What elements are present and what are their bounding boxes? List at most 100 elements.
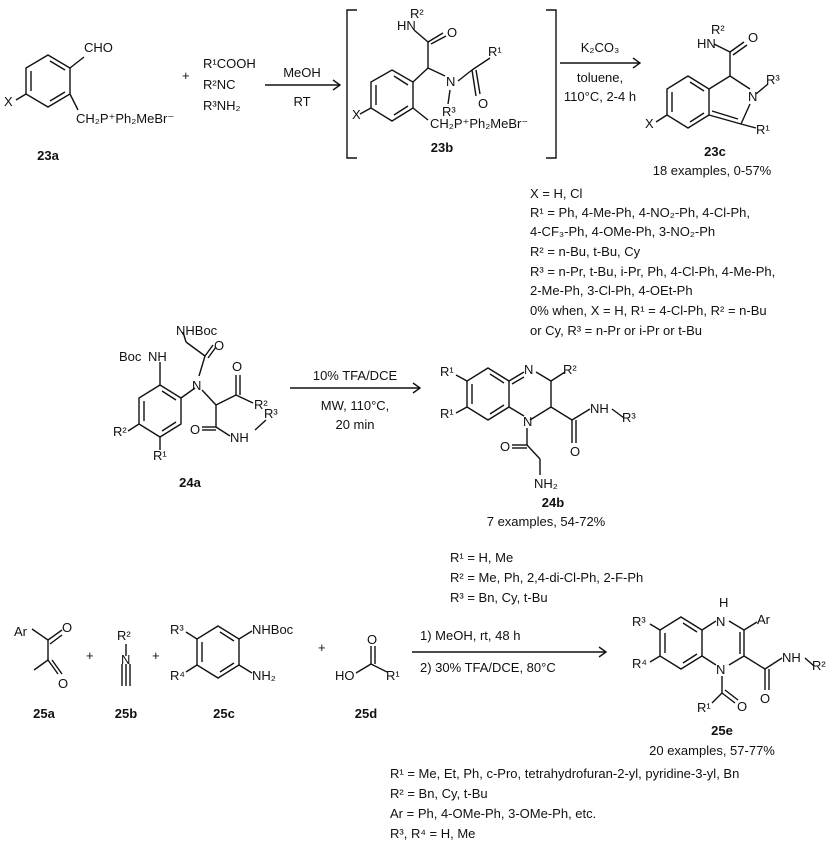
atom-r3: R³	[622, 410, 636, 425]
compound-23c-label: 23c	[704, 144, 726, 159]
note-line: R² = Me, Ph, 2,4-di-Cl-Ph, 2-F-Ph	[450, 570, 643, 585]
note-line: 0% when, X = H, R¹ = 4-Cl-Ph, R² = n-Bu	[530, 303, 767, 318]
compound-23a-structure: CHO X CH₂P⁺Ph₂MeBr⁻	[4, 40, 174, 126]
atom-n: N	[716, 662, 725, 677]
atom-r3: R³	[264, 406, 278, 421]
atom-o: O	[760, 691, 770, 706]
condition-base: K₂CO₃	[581, 40, 620, 55]
scheme3-yield: 20 examples, 57-77%	[649, 743, 775, 758]
condition-step1: 1) MeOH, rt, 48 h	[420, 628, 520, 643]
atom-r2: R²	[117, 628, 131, 643]
condition-solvent: MeOH	[283, 65, 321, 80]
scheme3-notes: R¹ = Me, Et, Ph, c-Pro, tetrahydrofuran-…	[390, 766, 739, 841]
compound-23b-label: 23b	[431, 140, 453, 155]
atom-o-amide: O	[478, 96, 488, 111]
atom-boc: Boc	[119, 349, 142, 364]
atom-o: O	[58, 676, 68, 691]
atom-r2: R²	[563, 362, 577, 377]
atom-r4: R⁴	[632, 656, 647, 671]
plus-sign: +	[182, 68, 190, 83]
scheme1-yield: 18 examples, 0-57%	[653, 163, 772, 178]
atom-o: O	[570, 444, 580, 459]
plus-sign: +	[318, 640, 326, 655]
scheme-2: NHBoc Boc NH N O O R² O NH R³ R² R¹ 24a …	[113, 323, 643, 605]
atom-o: O	[367, 632, 377, 647]
scheme-3: Ar O O 25a + R² N 25b + R³ R⁴ NHBo	[14, 595, 826, 841]
note-line: R³, R⁴ = H, Me	[390, 826, 475, 841]
bracket-left	[346, 9, 357, 159]
atom-r1: R¹	[756, 122, 770, 137]
atom-nhboc: NHBoc	[252, 622, 294, 637]
scheme2-notes: R¹ = H, Me R² = Me, Ph, 2,4-di-Cl-Ph, 2-…	[450, 550, 643, 605]
note-line: R¹ = H, Me	[450, 550, 513, 565]
atom-o: O	[62, 620, 72, 635]
note-line: R² = n-Bu, t-Bu, Cy	[530, 244, 641, 259]
atom-r3: R³	[632, 614, 646, 629]
compound-25c-structure: R³ R⁴ NHBoc NH₂	[170, 622, 294, 683]
compound-23a-label: 23a	[37, 148, 59, 163]
note-line: or Cy, R³ = n-Pr or i-Pr or t-Bu	[530, 323, 702, 338]
compound-25a-label: 25a	[33, 706, 55, 721]
atom-r2: R²	[410, 6, 424, 21]
condition-solvent-2: toluene,	[577, 70, 623, 85]
atom-r1: R¹	[153, 448, 167, 463]
atom-o: O	[737, 699, 747, 714]
compound-25e-label: 25e	[711, 723, 733, 738]
compound-25c-label: 25c	[213, 706, 235, 721]
atom-o: O	[190, 422, 200, 437]
atom-n: N	[748, 89, 757, 104]
atom-o: O	[748, 30, 758, 45]
note-line: X = H, Cl	[530, 186, 582, 201]
scheme1-notes: X = H, Cl R¹ = Ph, 4-Me-Ph, 4-NO₂-Ph, 4-…	[530, 186, 775, 338]
atom-x: X	[645, 116, 654, 131]
atom-x: X	[352, 107, 361, 122]
compound-23c-structure: HN R² O N R³ R¹ X	[645, 22, 780, 137]
atom-nh: NH	[590, 401, 609, 416]
reagent-acid: R¹COOH	[203, 56, 256, 71]
atom-r2: R²	[113, 424, 127, 439]
note-line: 4-CF₃-Ph, 4-OMe-Ph, 3-NO₂-Ph	[530, 224, 715, 239]
atom-ho: HO	[335, 668, 355, 683]
compound-25d-structure: HO O R¹	[335, 632, 400, 683]
note-line: R³ = Bn, Cy, t-Bu	[450, 590, 548, 605]
atom-n: N	[446, 74, 455, 89]
atom-r2: R²	[812, 658, 826, 673]
atom-ar: Ar	[757, 612, 771, 627]
atom-r2: R²	[711, 22, 725, 37]
compound-25a-structure: Ar O O	[14, 620, 72, 691]
atom-n: N	[716, 614, 725, 629]
plus-sign: +	[86, 648, 94, 663]
atom-nh: NH	[782, 650, 801, 665]
atom-r1: R¹	[488, 44, 502, 59]
atom-r3: R³	[170, 622, 184, 637]
atom-r1: R¹	[440, 364, 454, 379]
note-line: R² = Bn, Cy, t-Bu	[390, 786, 488, 801]
atom-o: O	[447, 25, 457, 40]
reagent-amine: R³NH₂	[203, 98, 241, 113]
atom-o: O	[232, 359, 242, 374]
x-substituent-label: X	[4, 94, 13, 109]
condition-step2: 2) 30% TFA/DCE, 80°C	[420, 660, 556, 675]
compound-25d-label: 25d	[355, 706, 377, 721]
atom-nhboc: NHBoc	[176, 323, 218, 338]
compound-24b-structure: N N R² O NH R³ O NH₂ R¹ R¹	[440, 362, 636, 491]
atom-r2: R²	[254, 397, 268, 412]
condition-time: 20 min	[335, 417, 374, 432]
atom-nh: NH	[148, 349, 167, 364]
note-line: R¹ = Ph, 4-Me-Ph, 4-NO₂-Ph, 4-Cl-Ph,	[530, 205, 750, 220]
atom-n: N	[523, 414, 532, 429]
note-line: R¹ = Me, Et, Ph, c-Pro, tetrahydrofuran-…	[390, 766, 739, 781]
atom-hn: HN	[697, 36, 716, 51]
atom-o: O	[500, 439, 510, 454]
note-line: Ar = Ph, 4-OMe-Ph, 3-OMe-Ph, etc.	[390, 806, 596, 821]
atom-nh2: NH₂	[534, 476, 558, 491]
condition-temp-2: 110°C, 2-4 h	[564, 89, 636, 104]
atom-n: N	[524, 362, 533, 377]
atom-r3: R³	[766, 72, 780, 87]
atom-nh: NH	[230, 430, 249, 445]
compound-24b-label: 24b	[542, 495, 564, 510]
atom-nh2: NH₂	[252, 668, 276, 683]
compound-24a-label: 24a	[179, 475, 201, 490]
compound-25e-structure: H N N Ar O NH R² O R¹ R³ R⁴	[632, 595, 826, 715]
scheme2-yield: 7 examples, 54-72%	[487, 514, 606, 529]
